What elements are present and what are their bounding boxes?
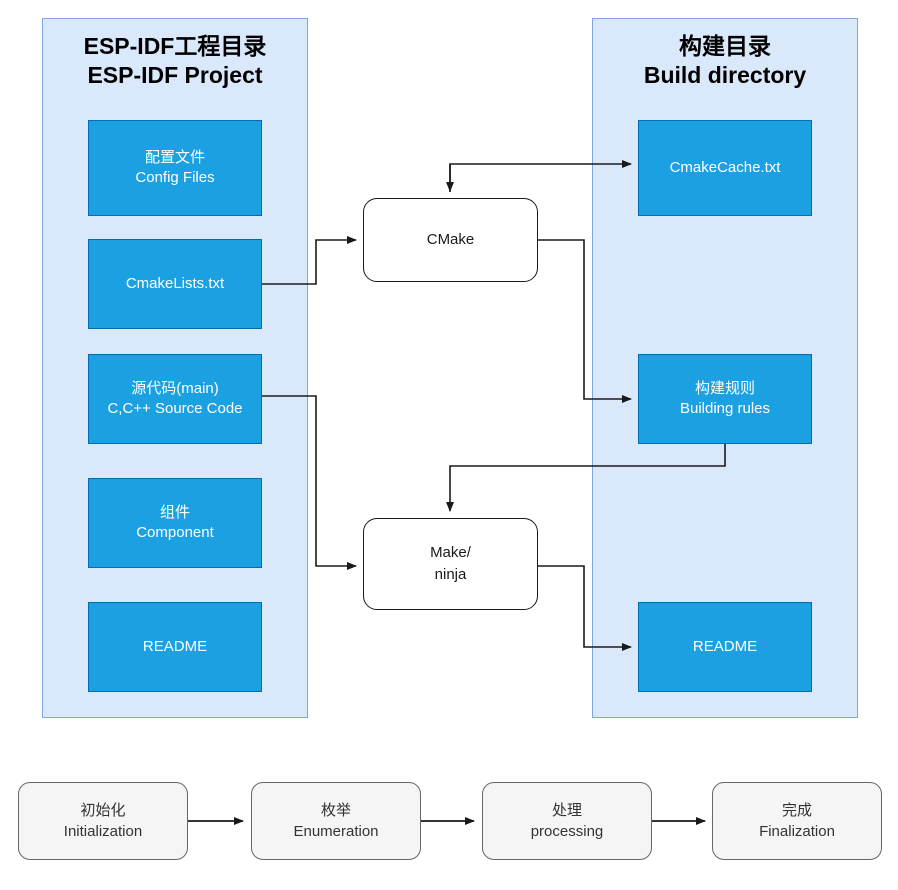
box-cmakelists-txt[interactable]: CmakeLists.txt (88, 239, 262, 329)
box-source-code[interactable]: 源代码(main) C,C++ Source Code (88, 354, 262, 444)
process-make-ninja[interactable]: Make/ ninja (363, 518, 538, 610)
stage-finalization[interactable]: 完成 Finalization (712, 782, 882, 860)
process-cmake[interactable]: CMake (363, 198, 538, 282)
edge-cmake-to-cmakecache (449, 160, 632, 192)
stage-initialization[interactable]: 初始化 Initialization (18, 782, 188, 860)
edge-make-ninja-to-readme (538, 565, 632, 651)
stage-enumeration[interactable]: 枚举 Enumeration (251, 782, 421, 860)
left-column-title: ESP-IDF工程目录 ESP-IDF Project (83, 33, 267, 88)
box-building-rules[interactable]: 构建规则 Building rules (638, 354, 812, 444)
edge-building-rules-to-make-ninja (446, 444, 726, 512)
box-config-files[interactable]: 配置文件 Config Files (88, 120, 262, 216)
box-readme-source[interactable]: README (88, 602, 262, 692)
edge-source-to-make-ninja (262, 395, 357, 570)
box-component[interactable]: 组件 Component (88, 478, 262, 568)
right-column-title: 构建目录 Build directory (643, 33, 807, 88)
box-readme-build[interactable]: README (638, 602, 812, 692)
edge-cmake-to-building-rules (538, 239, 632, 403)
edge-cmakelists-to-cmake (262, 236, 357, 285)
stage-processing[interactable]: 处理 processing (482, 782, 652, 860)
box-cmakecache-txt[interactable]: CmakeCache.txt (638, 120, 812, 216)
